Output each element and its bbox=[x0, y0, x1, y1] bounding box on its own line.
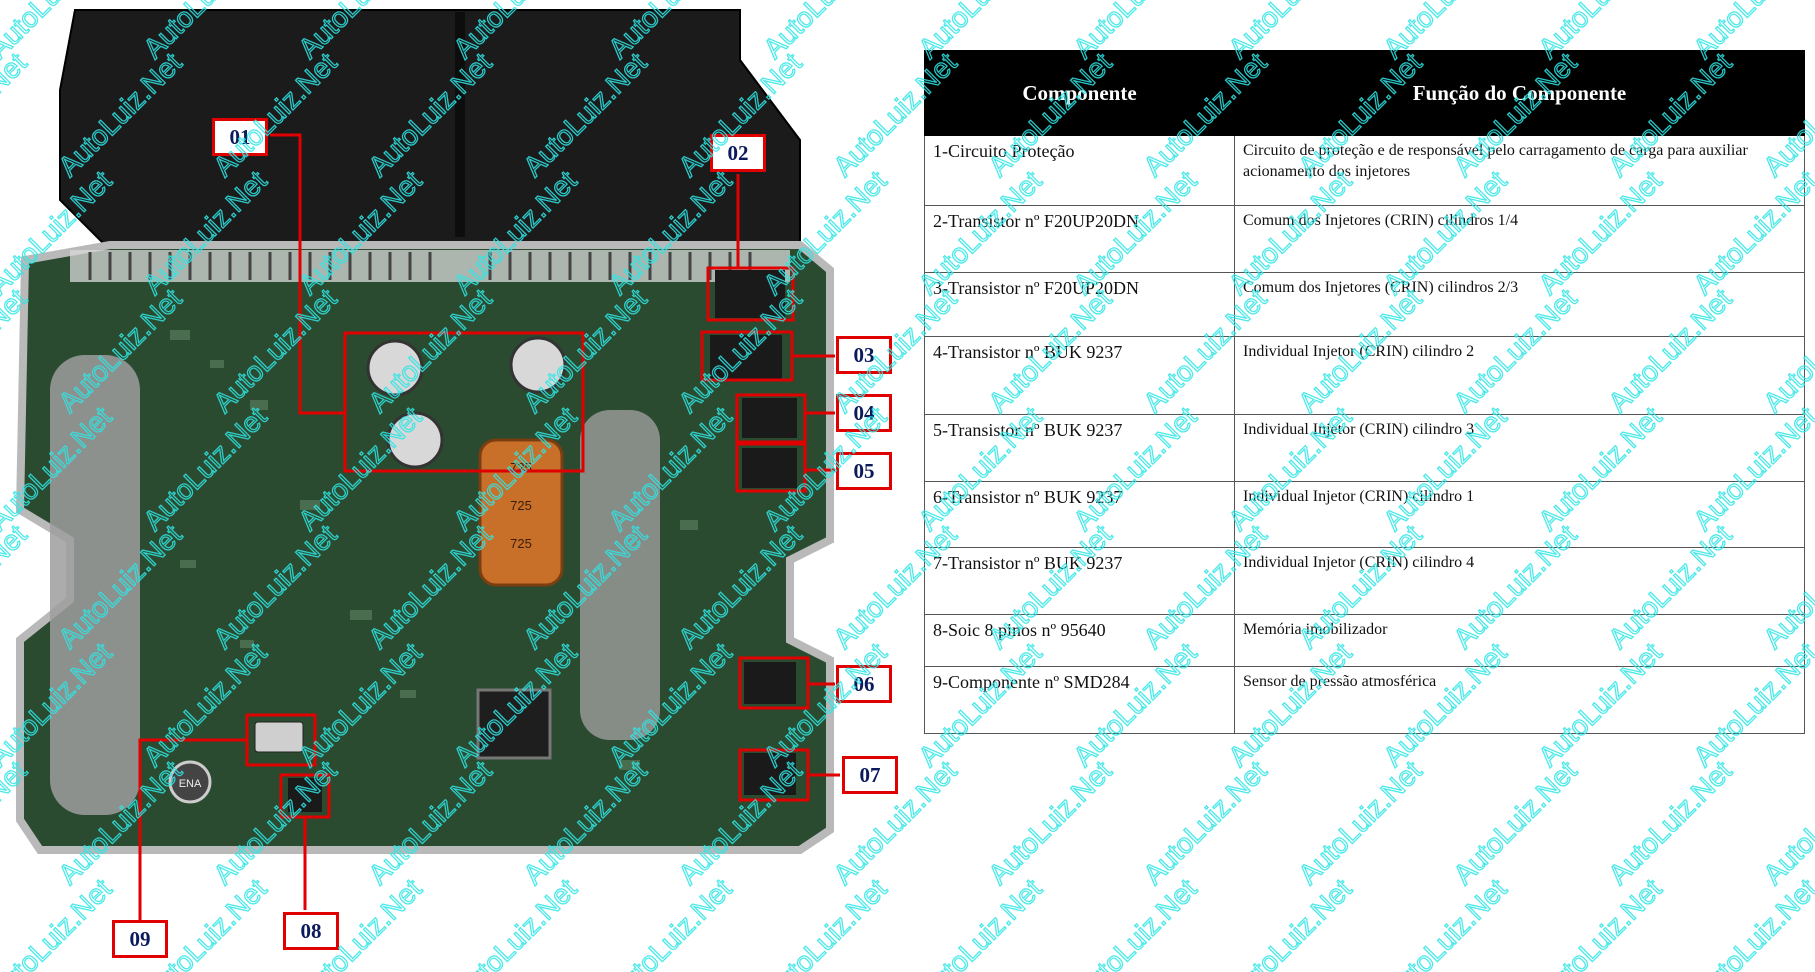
orange-capacitor bbox=[478, 438, 564, 587]
callout-04: 04 bbox=[836, 394, 892, 432]
highlight-02 bbox=[706, 266, 795, 322]
cap-mark-3: 725 bbox=[510, 536, 532, 551]
cell-function: Individual Injetor (CRIN) cilindro 2 bbox=[1234, 336, 1805, 415]
heatpad-left bbox=[50, 355, 140, 815]
cell-function: Individual Injetor (CRIN) cilindro 1 bbox=[1234, 481, 1805, 548]
watermark-text: AutoLuiz.Net bbox=[912, 873, 1047, 972]
highlight-01 bbox=[343, 331, 585, 473]
main-ic bbox=[476, 688, 552, 760]
transistor-04 bbox=[742, 398, 797, 438]
watermark-text: AutoLuiz.Net bbox=[1602, 755, 1737, 890]
watermark-text: AutoLuiz.Net bbox=[1757, 755, 1815, 890]
highlight-05 bbox=[735, 442, 807, 493]
smd-parts bbox=[170, 330, 698, 770]
transistor-02 bbox=[715, 270, 785, 318]
watermark-text: AutoLuiz.Net bbox=[982, 755, 1117, 890]
cell-component: 6-Transistor nº BUK 9237 bbox=[924, 481, 1235, 548]
watermark-text: AutoLuiz.Net bbox=[1377, 873, 1512, 972]
transistor-05 bbox=[742, 448, 797, 488]
cell-function: Individual Injetor (CRIN) cilindro 4 bbox=[1234, 547, 1805, 615]
cell-function: Circuito de proteção e de responsável pe… bbox=[1234, 135, 1805, 206]
leader-09 bbox=[138, 738, 247, 920]
table-row: 4-Transistor nº BUK 9237 Individual Inje… bbox=[924, 336, 1805, 415]
callout-06: 06 bbox=[836, 665, 892, 703]
table-row: 6-Transistor nº BUK 9237 Individual Inje… bbox=[924, 481, 1805, 548]
table-row: 8-Soic 8 pinos nº 95640 Memória imobiliz… bbox=[924, 614, 1805, 667]
watermark-text: AutoLuiz.Net bbox=[1067, 873, 1202, 972]
leader-lines bbox=[138, 133, 840, 920]
cell-function: Comum dos Injetores (CRIN) cilindros 1/4 bbox=[1234, 205, 1805, 273]
watermark-text: AutoLuiz.Net bbox=[1447, 755, 1582, 890]
header-component: Componente bbox=[924, 50, 1235, 136]
connector-divider bbox=[455, 12, 465, 237]
component-table-wrap: Componente Função do Componente 1-Circui… bbox=[924, 50, 1805, 734]
cell-component: 7-Transistor nº BUK 9237 bbox=[924, 547, 1235, 615]
smd284-sensor bbox=[254, 721, 304, 753]
cell-function: Comum dos Injetores (CRIN) cilindros 2/3 bbox=[1234, 272, 1805, 337]
pin-strokes bbox=[88, 252, 752, 280]
transistor-07 bbox=[744, 753, 796, 795]
table-row: 5-Transistor nº BUK 9237 Individual Inje… bbox=[924, 414, 1805, 482]
capacitor-2 bbox=[509, 336, 567, 394]
cell-function: Sensor de pressão atmosférica bbox=[1234, 666, 1805, 734]
table-row: 2-Transistor nº F20UP20DN Comum dos Inje… bbox=[924, 205, 1805, 273]
cell-component: 9-Componente nº SMD284 bbox=[924, 666, 1235, 734]
callout-08: 08 bbox=[283, 912, 339, 950]
cap-mark-2: 725 bbox=[510, 498, 532, 513]
watermark-text: AutoLuiz.Net bbox=[1687, 873, 1815, 972]
highlight-04 bbox=[735, 393, 807, 444]
watermark-text: AutoLuiz.Net bbox=[1137, 755, 1272, 890]
callout-05: 05 bbox=[836, 452, 892, 490]
table-header-row: Componente Função do Componente bbox=[924, 50, 1805, 136]
callout-02: 02 bbox=[710, 134, 766, 172]
connector-housing bbox=[59, 9, 801, 251]
table-row: 3-Transistor nº F20UP20DN Comum dos Inje… bbox=[924, 272, 1805, 337]
cell-component: 4-Transistor nº BUK 9237 bbox=[924, 336, 1235, 415]
cell-component: 5-Transistor nº BUK 9237 bbox=[924, 414, 1235, 482]
transistor-03 bbox=[710, 335, 782, 379]
watermark-text: AutoLuiz.Net bbox=[1222, 873, 1357, 972]
watermark-text: AutoLuiz.Net bbox=[1292, 755, 1427, 890]
callout-01: 01 bbox=[212, 118, 268, 156]
callout-03: 03 bbox=[836, 336, 892, 374]
capacitor-3 bbox=[386, 411, 444, 469]
callout-09: 09 bbox=[112, 920, 168, 958]
table-row: 9-Componente nº SMD284 Sensor de pressão… bbox=[924, 666, 1805, 734]
cell-function: Individual Injetor (CRIN) cilindro 3 bbox=[1234, 414, 1805, 482]
cell-component: 3-Transistor nº F20UP20DN bbox=[924, 272, 1235, 337]
watermark-text: AutoLuiz.Net bbox=[1532, 873, 1667, 972]
component-table: Componente Função do Componente 1-Circui… bbox=[924, 50, 1805, 734]
capacitor-1 bbox=[366, 339, 424, 397]
cell-function: Memória imobilizador bbox=[1234, 614, 1805, 667]
transistor-06 bbox=[744, 662, 796, 704]
capacitor-ena-mark: ENA bbox=[179, 778, 202, 790]
cap-mark-1: 725 bbox=[510, 460, 532, 475]
cell-component: 1-Circuito Proteção bbox=[924, 135, 1235, 206]
ecu-pcb-illustration: 725 725 725 ENA bbox=[15, 9, 840, 920]
cell-component: 2-Transistor nº F20UP20DN bbox=[924, 205, 1235, 273]
table-row: 7-Transistor nº BUK 9237 Individual Inje… bbox=[924, 547, 1805, 615]
capacitor-ena bbox=[168, 760, 212, 804]
table-row: 1-Circuito Proteção Circuito de proteção… bbox=[924, 135, 1805, 206]
cell-component: 8-Soic 8 pinos nº 95640 bbox=[924, 614, 1235, 667]
soic-95640 bbox=[288, 778, 322, 812]
callout-07: 07 bbox=[842, 756, 898, 794]
ecu-board-photo: 725 725 725 ENA bbox=[15, 9, 898, 958]
header-function: Função do Componente bbox=[1234, 50, 1805, 136]
leader-01 bbox=[270, 133, 345, 415]
heatpad-right bbox=[580, 410, 660, 740]
